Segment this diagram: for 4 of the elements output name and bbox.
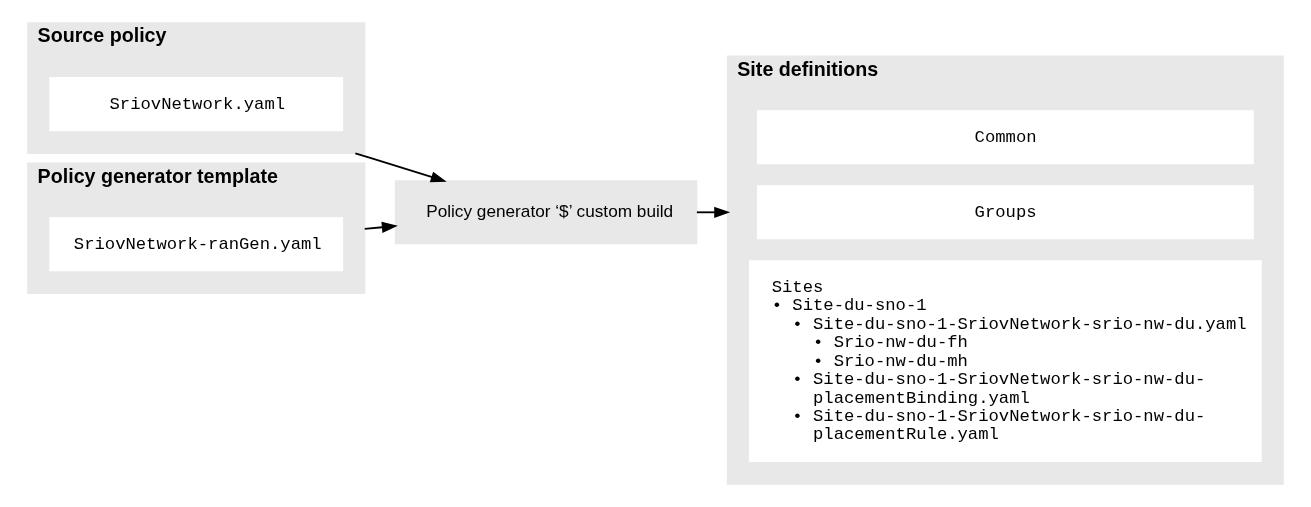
arrow xyxy=(363,221,398,233)
arrow xyxy=(354,152,447,183)
arrow xyxy=(695,206,731,218)
node-box: Policy generator ‘$’ custom build xyxy=(394,180,698,245)
